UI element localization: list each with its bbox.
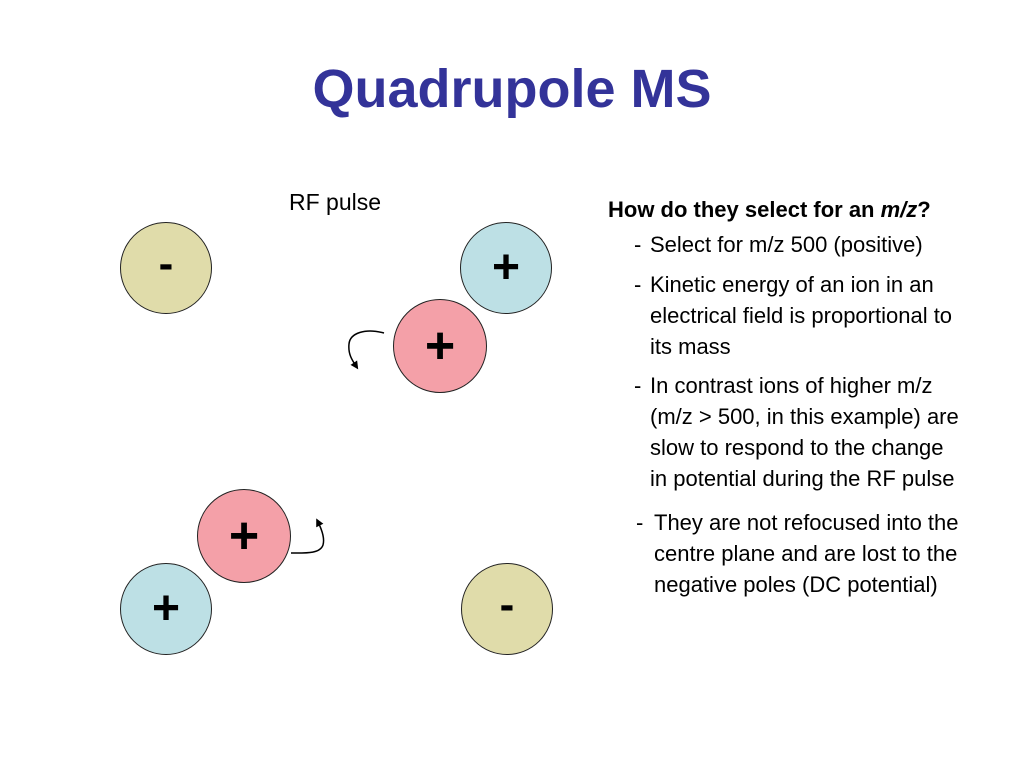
upper-motion-arrow [348,330,385,370]
ion-sign: + [228,507,260,565]
point-dash: - [636,510,644,535]
slide-title: Quadrupole MS [312,59,712,119]
point-line: centre plane and are lost to the [654,541,958,566]
pole-sign: + [151,582,181,635]
pole-sign: - [158,239,174,288]
question-prefix: How do they select for an [608,197,881,222]
ion-lower: + [197,489,291,583]
point-3: - In contrast ions of higher m/z (m/z > … [634,370,959,494]
pole-sign: + [491,241,521,294]
point-line: In contrast ions of higher m/z [650,373,933,398]
point-dash: - [634,232,642,257]
rf-pulse-label: RF pulse [289,189,382,215]
ion-sign: + [424,317,456,375]
point-dash: - [634,373,642,398]
question-mz: m/z [880,197,918,222]
point-4: - They are not refocused into the centre… [636,507,959,600]
point-line: in potential during the RF pulse [650,466,955,491]
point-line: Kinetic energy of an ion in an [650,272,934,297]
question-heading: How do they select for an m/z? [608,194,931,225]
pole-top-left: - [120,222,212,314]
point-2: - Kinetic energy of an ion in an electri… [634,269,952,362]
point-line: They are not refocused into the [654,510,959,535]
point-line: its mass [650,334,731,359]
pole-top-right: + [460,222,552,314]
point-line: (m/z > 500, in this example) are [650,404,959,429]
point-line: Select for m/z 500 (positive) [650,232,923,257]
pole-bottom-right: - [461,563,553,655]
pole-sign: - [499,580,515,629]
pole-bottom-left: + [120,563,212,655]
point-line: negative poles (DC potential) [654,572,938,597]
lower-motion-arrow [290,518,325,554]
point-dash: - [634,272,642,297]
point-line: slow to respond to the change [650,435,944,460]
question-suffix: ? [917,197,931,222]
point-line: electrical field is proportional to [650,303,953,328]
ion-upper: + [393,299,487,393]
point-1: - Select for m/z 500 (positive) [634,229,923,260]
